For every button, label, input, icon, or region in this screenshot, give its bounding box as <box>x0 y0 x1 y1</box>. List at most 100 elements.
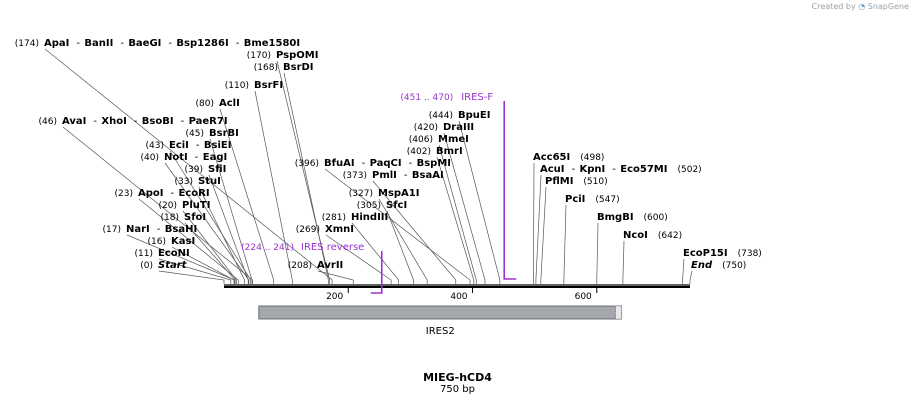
site-leader-lines <box>44 48 693 284</box>
site-separator: - <box>120 38 124 49</box>
site-leader-line <box>138 198 239 284</box>
enzyme-name: AvrII <box>317 260 343 271</box>
site-row: BsrDI(168) <box>254 62 314 73</box>
site-separator: - <box>76 38 80 49</box>
site-row: BfuAI-PaqCI-BspMI(396) <box>295 158 451 169</box>
site-leader-line <box>533 162 535 284</box>
site-row: Acc65I(498) <box>533 152 604 163</box>
site-leader-line <box>682 258 685 284</box>
site-row: AcuI-KpnI-Eco57MI(502) <box>540 164 702 175</box>
site-position-count: (39) <box>185 165 203 175</box>
enzyme-name: BsrFI <box>254 80 283 91</box>
site-separator: - <box>181 116 185 127</box>
ruler-tick-label: 600 <box>575 292 592 302</box>
enzyme-name: PciI <box>565 194 585 205</box>
site-leader-line <box>62 126 253 284</box>
enzyme-name: PspOMI <box>276 50 318 61</box>
site-position-count: (174) <box>15 39 39 49</box>
enzyme-name: SfcI <box>386 200 407 211</box>
enzyme-name: EcoNI <box>158 248 190 259</box>
site-row: SfcI (305) <box>357 200 407 211</box>
site-position-count: (208) <box>288 261 312 271</box>
site-separator: - <box>404 170 408 181</box>
site-row: PspOMI (170) <box>247 50 319 61</box>
site-position-count: (406) <box>409 135 433 145</box>
site-row: End(750) <box>691 260 746 271</box>
site-leader-line <box>436 156 475 284</box>
site-position-count: (281) <box>322 213 346 223</box>
enzyme-name: StuI <box>198 176 221 187</box>
enzyme-name: BmrI <box>436 146 463 157</box>
enzyme-name: BfuAI <box>324 158 355 169</box>
map-title: MIEG-hCD4 <box>423 371 492 384</box>
site-leader-line <box>44 48 333 284</box>
enzyme-name: KasI <box>171 236 195 247</box>
site-position-count: (402) <box>407 147 431 157</box>
site-row: NarI-BsaHI(17) <box>103 224 198 235</box>
site-leader-line <box>622 240 625 284</box>
site-row: BmrI (402) <box>407 146 463 157</box>
site-row: Start(0) <box>140 260 187 271</box>
enzyme-name: PmlI <box>372 170 397 181</box>
site-leader-line <box>372 180 457 284</box>
ruler-tick-label: 400 <box>450 292 467 302</box>
feature-label-ires2: IRES2 <box>426 326 455 337</box>
site-row: ApaI-BanII-BaeGI-Bsp1286I-Bme1580I(174) <box>15 38 300 49</box>
enzyme-name: BsrDI <box>283 62 314 73</box>
enzyme-name: AclI <box>219 98 240 109</box>
site-leader-line <box>535 174 542 284</box>
site-position-count: (305) <box>357 201 381 211</box>
enzyme-name: ApaI <box>44 38 69 49</box>
primer-name-ires-reverse: IRES reverse <box>301 242 364 253</box>
site-leader-line <box>126 234 235 284</box>
site-leader-line <box>276 60 330 284</box>
site-position-count: (16) <box>148 237 166 247</box>
enzyme-name: BsrBI <box>209 128 239 139</box>
sequence-backbone <box>224 284 690 288</box>
site-leader-line <box>283 72 329 284</box>
site-position-count: (43) <box>146 141 164 151</box>
site-row: BsrBI(45) <box>186 128 239 139</box>
site-position-count: (547) <box>595 195 619 205</box>
enzyme-name: BsoBI <box>142 116 174 127</box>
enzyme-name: HindIII <box>351 212 388 223</box>
enzyme-name: EcoRI <box>179 188 210 199</box>
enzyme-name: EciI <box>169 140 189 151</box>
enzyme-name: BsaAI <box>412 170 444 181</box>
site-row: AclI(80) <box>196 98 240 109</box>
enzyme-name: XhoI <box>101 116 126 127</box>
site-row: BsrFI(110) <box>225 80 283 91</box>
site-position-count: (46) <box>39 117 57 127</box>
site-position-count: (327) <box>349 189 373 199</box>
enzyme-name: AcuI <box>540 164 565 175</box>
enzyme-name: BsiEI <box>204 140 232 151</box>
site-position-count: (269) <box>296 225 320 235</box>
enzyme-name: SfoI <box>184 212 206 223</box>
primer-forward-arrow-ires-f <box>503 101 517 280</box>
site-row: PluTI(20) <box>159 200 211 211</box>
site-leader-line <box>209 138 253 284</box>
site-row: MmeI(406) <box>409 134 469 145</box>
site-separator: - <box>195 152 199 163</box>
enzyme-name: PluTI <box>182 200 210 211</box>
site-separator: - <box>134 116 138 127</box>
enzyme-name: EagI <box>203 152 227 163</box>
site-row: StuI(33) <box>175 176 221 187</box>
site-separator: - <box>612 164 616 175</box>
site-position-count: (498) <box>580 153 604 163</box>
site-leader-line <box>198 186 245 284</box>
site-row: HindIII (281) <box>322 212 388 223</box>
enzyme-name: PaqCI <box>370 158 402 169</box>
site-position-count: (170) <box>247 51 271 61</box>
site-leader-line <box>378 198 428 284</box>
enzyme-name: BsaHI <box>165 224 197 235</box>
enzyme-name: BmgBI <box>597 212 634 223</box>
site-leader-line <box>184 222 236 284</box>
site-position-count: (420) <box>414 123 438 133</box>
enzyme-name: Bme1580I <box>244 38 300 49</box>
site-row: AvrII (208) <box>288 260 343 271</box>
enzyme-name: NarI <box>126 224 150 235</box>
enzyme-name: Eco57MI <box>620 164 667 175</box>
site-separator: - <box>196 140 200 151</box>
